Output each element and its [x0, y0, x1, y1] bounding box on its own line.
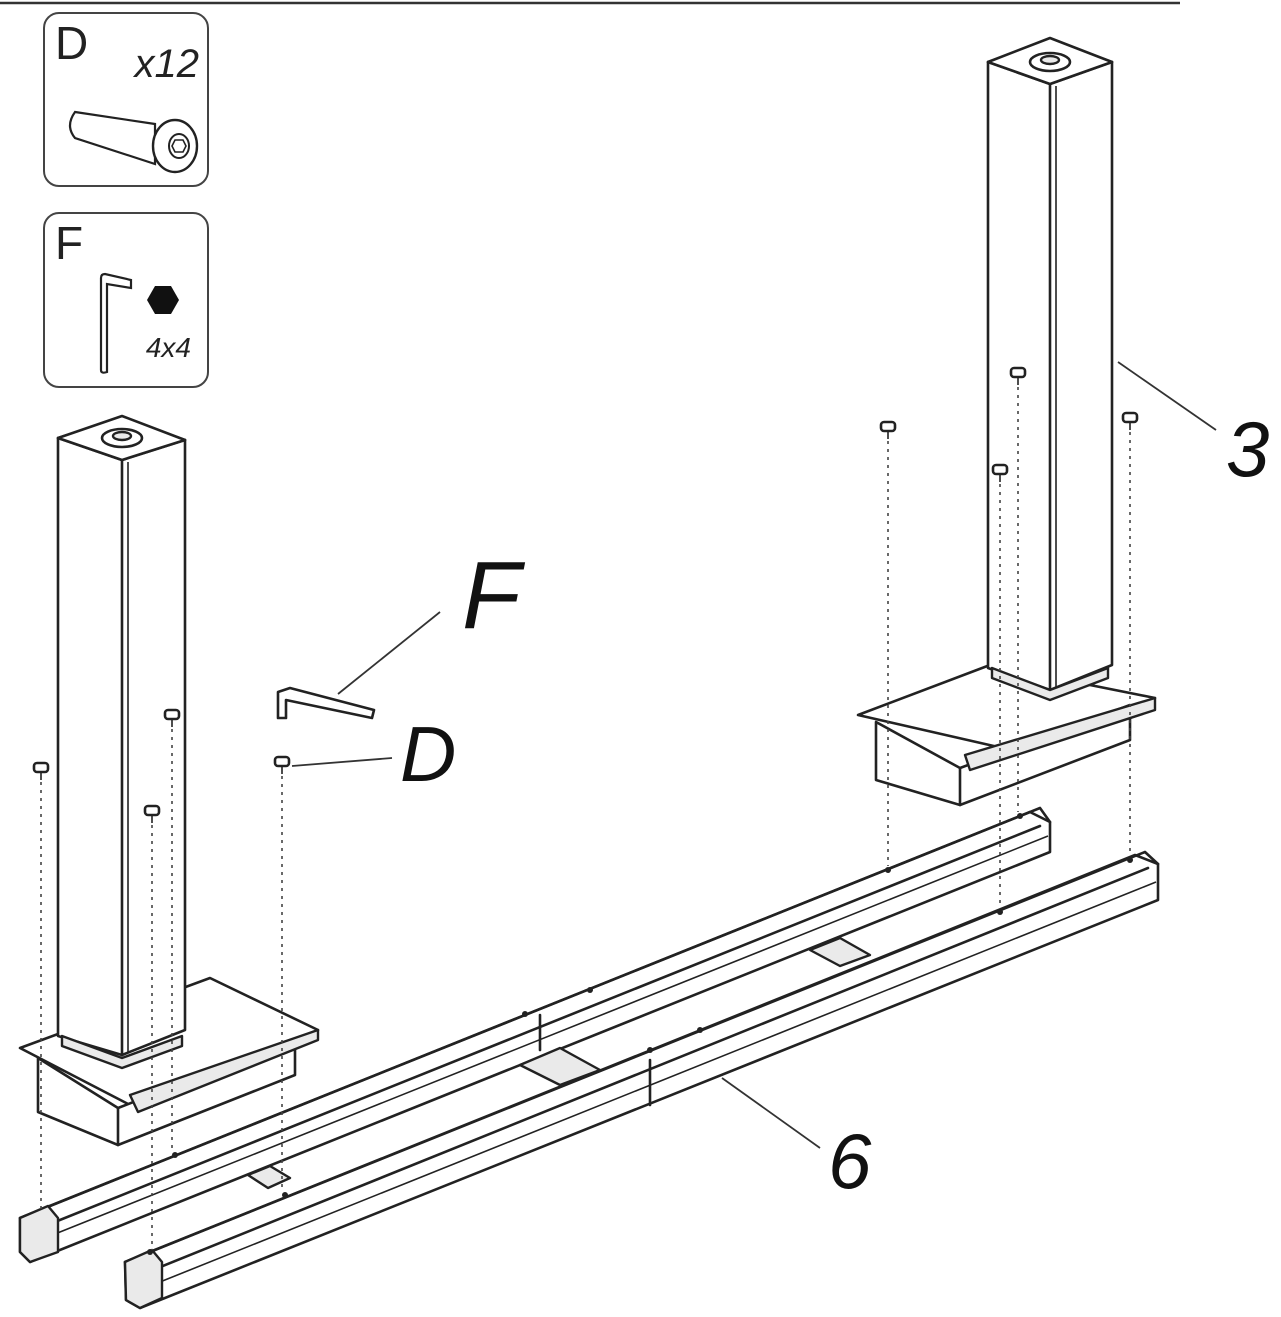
- screw: [32, 761, 50, 1210]
- leader-d: [291, 757, 393, 767]
- callout-bolt: D: [400, 710, 457, 798]
- rail-back: [18, 806, 1052, 1264]
- rail-front: [123, 850, 1160, 1310]
- screw: [879, 420, 897, 866]
- leader-6: [721, 1077, 821, 1149]
- bolt-icon: [68, 110, 199, 174]
- leader-3: [1117, 361, 1217, 431]
- screw: [991, 463, 1009, 908]
- part-card-f: F 4x4: [43, 212, 209, 388]
- part-size-f: 4x4: [145, 332, 191, 363]
- callout-leg: 3: [1226, 405, 1270, 493]
- screw: [143, 804, 161, 1250]
- screw: [1121, 411, 1139, 856]
- part-quantity-d: x12: [134, 42, 200, 86]
- left-leg: [18, 414, 320, 1147]
- screw: [273, 755, 291, 1192]
- part-label-f: F: [55, 217, 84, 269]
- allen-key: [276, 686, 376, 720]
- part-label-d: D: [55, 17, 89, 69]
- callout-allen-key: F: [462, 542, 521, 649]
- screw: [163, 708, 181, 1150]
- allen-key-icon: [99, 272, 179, 374]
- leader-f: [337, 611, 441, 695]
- callout-rail: 6: [828, 1117, 872, 1205]
- part-card-d: D x12: [43, 12, 209, 187]
- screws: [32, 366, 1139, 1250]
- right-leg: [856, 36, 1157, 807]
- hex-socket-icon: [147, 286, 179, 314]
- screw: [1009, 366, 1027, 812]
